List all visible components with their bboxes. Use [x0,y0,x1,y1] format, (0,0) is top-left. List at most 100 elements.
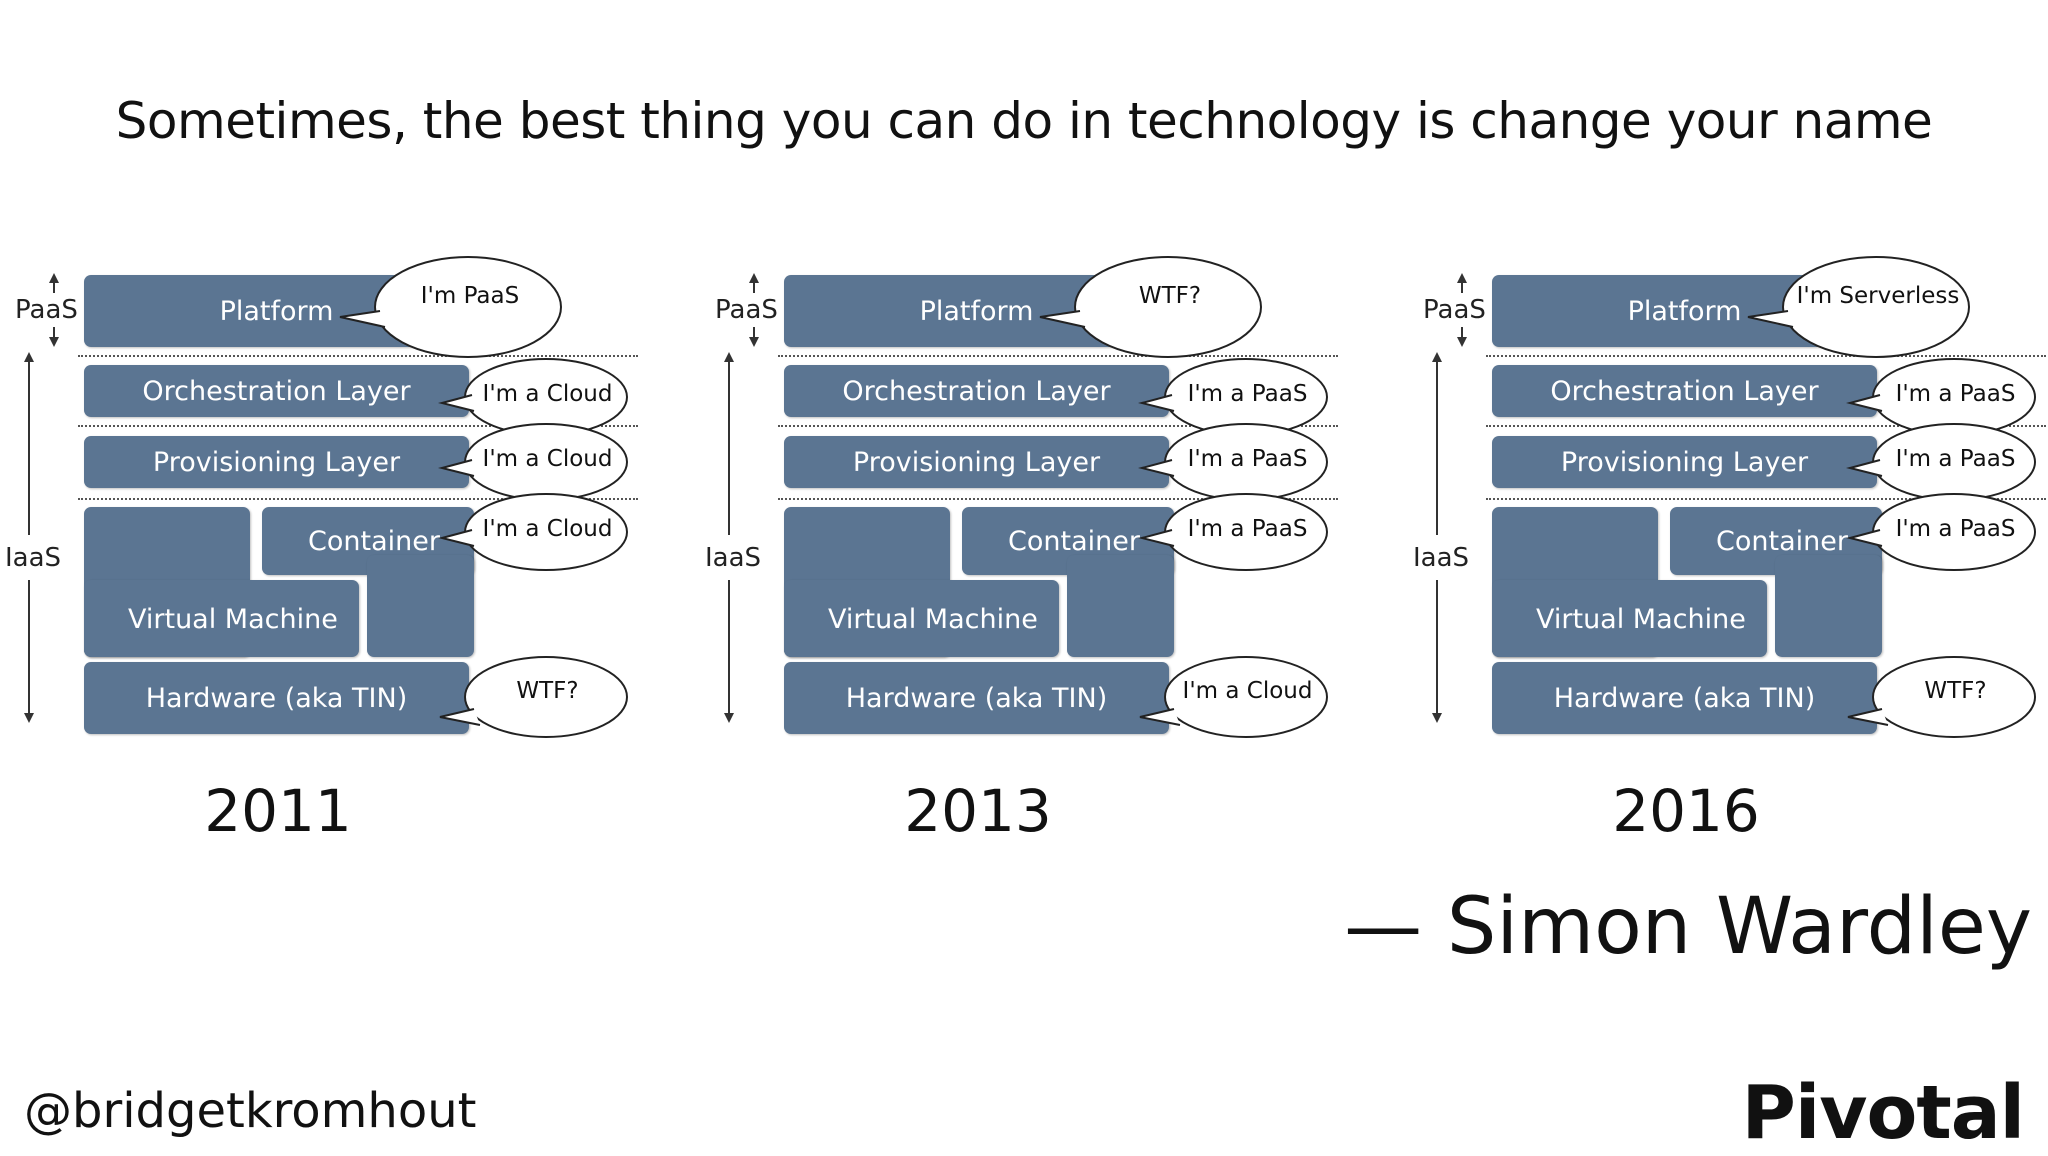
layer-divider [78,425,638,427]
bubble-text-container: I'm a Cloud [482,516,613,542]
platform-label: Platform [219,296,334,327]
pivotal-logo: Pivotal [1741,1070,2025,1156]
virtual-machine-block-base: Virtual Machine [1492,580,1767,657]
bubble-text-provisioning: I'm a PaaS [1895,446,2016,472]
layer-divider [1486,498,2046,500]
provisioning-label: Provisioning Layer [1560,447,1809,478]
bubble-text-hardware: I'm a Cloud [1182,678,1313,704]
speech-bubble-orchestration: I'm a PaaS [1846,355,2048,445]
layer-divider [1486,425,2046,427]
container-label: Container [308,526,440,557]
container-label: Container [1716,526,1848,557]
paas-label: PaaS [715,295,778,325]
bubble-text-provisioning: I'm a PaaS [1187,446,1308,472]
stack-diagram-2011: PaaS IaaS Platform Orchestration Layer P… [0,255,700,875]
paas-axis-line [753,281,755,293]
iaas-axis-line-lower [28,580,30,715]
iaas-label: IaaS [5,543,62,573]
iaas-axis-line-lower [1436,580,1438,715]
layer-divider [78,498,638,500]
bubble-text-provisioning: I'm a Cloud [482,446,613,472]
speech-bubble-platform: I'm PaaS [339,255,570,365]
virtual-machine-label: Virtual Machine [828,604,1038,635]
bubble-text-container: I'm a PaaS [1187,516,1308,542]
paas-arrow-up-icon [49,273,59,283]
virtual-machine-label: Virtual Machine [128,604,338,635]
bubble-text-orchestration: I'm a PaaS [1187,381,1308,407]
iaas-label: IaaS [705,543,762,573]
paas-arrow-down-icon [1457,337,1467,347]
orchestration-label: Orchestration Layer [842,376,1111,407]
iaas-arrow-down-icon [724,713,734,723]
paas-axis-line-lower [753,327,755,339]
speech-bubble-hardware: WTF? [1847,655,2048,755]
stack-diagram-2013: PaaS IaaS Platform Orchestration Layer P… [700,255,1400,875]
virtual-machine-label: Virtual Machine [1536,604,1746,635]
paas-label: PaaS [15,295,78,325]
bubble-text-orchestration: I'm a PaaS [1895,381,2016,407]
orchestration-block: Orchestration Layer [784,365,1169,417]
bubble-text-container: I'm a PaaS [1895,516,2016,542]
iaas-axis-line-upper [1436,360,1438,535]
layer-divider [778,425,1338,427]
paas-label: PaaS [1423,295,1486,325]
layer-divider [778,498,1338,500]
iaas-axis-line-lower [728,580,730,715]
orchestration-label: Orchestration Layer [142,376,411,407]
speech-bubble-orchestration: I'm a Cloud [438,355,640,445]
paas-iaas-divider [778,355,1338,357]
year-label: 2011 [204,777,352,845]
container-block-stem [367,555,474,657]
virtual-machine-block-base: Virtual Machine [784,580,1059,657]
hardware-label: Hardware (aka TIN) [1553,683,1816,714]
speech-bubble-hardware: WTF? [439,655,640,755]
iaas-arrow-up-icon [1432,352,1442,362]
provisioning-label: Provisioning Layer [852,447,1101,478]
iaas-arrow-up-icon [724,352,734,362]
speech-bubble-hardware: I'm a Cloud [1139,655,1340,755]
bubble-text-platform: I'm PaaS [420,283,520,309]
iaas-arrow-up-icon [24,352,34,362]
stack-diagram-2016: PaaS IaaS Platform Orchestration Layer P… [1408,255,2048,875]
speech-bubble-container: I'm a PaaS [1846,490,2048,580]
hardware-block: Hardware (aka TIN) [784,662,1169,734]
paas-arrow-up-icon [749,273,759,283]
paas-axis-line [53,281,55,293]
paas-iaas-divider [1486,355,2046,357]
bubble-text-platform: I'm Serverless [1796,283,1960,309]
iaas-arrow-down-icon [1432,713,1442,723]
bubble-text-orchestration: I'm a Cloud [482,381,613,407]
speech-bubble-orchestration: I'm a PaaS [1138,355,1340,445]
provisioning-block: Provisioning Layer [784,436,1169,488]
speech-bubble-platform: I'm Serverless [1747,255,1978,365]
iaas-axis-line-upper [28,360,30,535]
hardware-label: Hardware (aka TIN) [145,683,408,714]
orchestration-block: Orchestration Layer [1492,365,1877,417]
virtual-machine-block-base: Virtual Machine [84,580,359,657]
container-block-stem [1067,555,1174,657]
orchestration-block: Orchestration Layer [84,365,469,417]
speech-bubble-container: I'm a Cloud [438,490,640,580]
provisioning-block: Provisioning Layer [84,436,469,488]
bubble-text-platform: WTF? [1138,283,1202,309]
twitter-handle: @bridgetkromhout [24,1083,477,1139]
paas-arrow-up-icon [1457,273,1467,283]
platform-label: Platform [919,296,1034,327]
iaas-label: IaaS [1413,543,1470,573]
iaas-axis-line-upper [728,360,730,535]
bubble-text-hardware: WTF? [516,678,579,704]
speech-bubble-container: I'm a PaaS [1138,490,1340,580]
bubble-text-hardware: WTF? [1924,678,1987,704]
year-label: 2016 [1612,777,1760,845]
paas-axis-line-lower [53,327,55,339]
speech-bubble-provisioning: I'm a PaaS [1846,420,2048,510]
iaas-arrow-down-icon [24,713,34,723]
year-label: 2013 [904,777,1052,845]
paas-axis-line [1461,281,1463,293]
speech-bubble-platform: WTF? [1039,255,1270,365]
provisioning-label: Provisioning Layer [152,447,401,478]
slide-title: Sometimes, the best thing you can do in … [115,92,1933,150]
container-block-stem [1775,555,1882,657]
speech-bubble-provisioning: I'm a PaaS [1138,420,1340,510]
quote-attribution: — Simon Wardley [1344,882,2032,972]
